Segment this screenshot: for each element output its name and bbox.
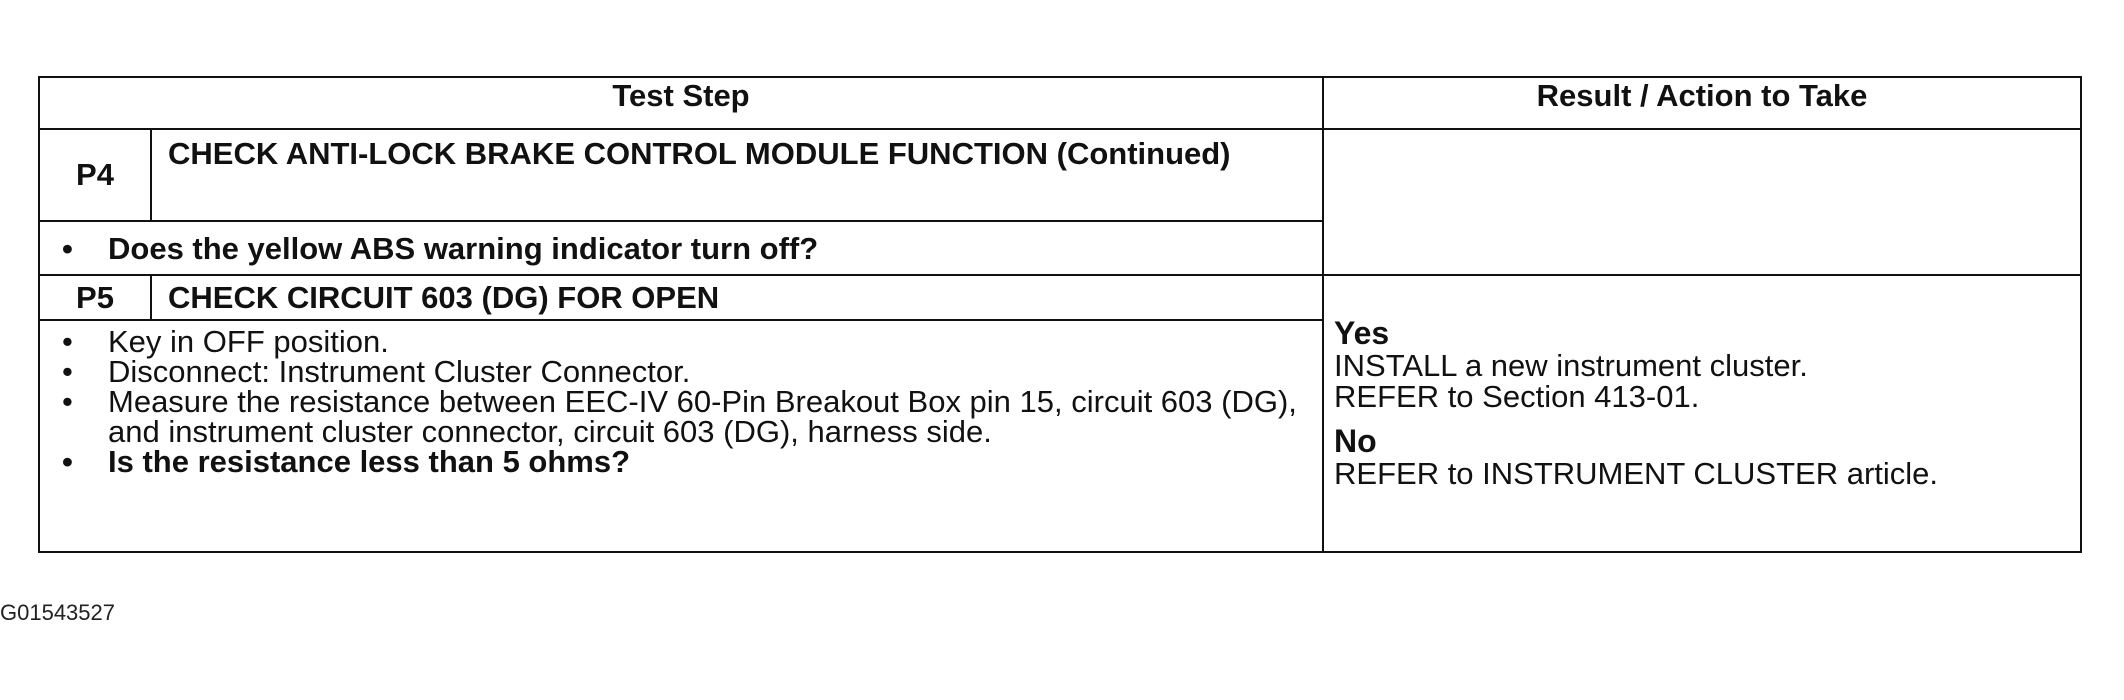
step-id-p5: P5 bbox=[38, 274, 152, 321]
diagnostic-table: Test Step Result / Action to Take P4 CHE… bbox=[37, 76, 2083, 553]
result-yes-action-2: REFER to Section 413-01. bbox=[1334, 379, 1700, 414]
result-yes-label: Yes bbox=[1334, 315, 1390, 351]
result-no-label: No bbox=[1334, 423, 1377, 459]
step-p4-question: Does the yellow ABS warning indicator tu… bbox=[56, 233, 1314, 264]
result-no-action-1: REFER to INSTRUMENT CLUSTER article. bbox=[1334, 456, 1939, 491]
step-title-p4: CHECK ANTI-LOCK BRAKE CONTROL MODULE FUN… bbox=[149, 128, 1325, 222]
result-yes-action-1: INSTALL a new instrument cluster. bbox=[1334, 348, 1808, 383]
step-p5-bullet-1: Key in OFF position. bbox=[56, 326, 1314, 357]
result-cell-p5: Yes INSTALL a new instrument cluster. RE… bbox=[1322, 274, 2083, 553]
header-test-step: Test Step bbox=[37, 76, 1325, 130]
header-result-action: Result / Action to Take bbox=[1322, 76, 2083, 130]
figure-id: G01543527 bbox=[0, 600, 115, 625]
header-row: Test Step Result / Action to Take bbox=[37, 76, 2083, 130]
step-p5-title-row: P5 CHECK CIRCUIT 603 (DG) FOR OPEN Yes I… bbox=[38, 274, 2083, 553]
step-p5-body-row: Key in OFF position. Disconnect: Instrum… bbox=[37, 319, 2081, 553]
step-p5-bullet-2: Disconnect: Instrument Cluster Connector… bbox=[56, 356, 1314, 387]
step-body-p5: Key in OFF position. Disconnect: Instrum… bbox=[37, 319, 1325, 553]
result-cell-p4 bbox=[1322, 128, 2083, 276]
step-id-p4: P4 bbox=[38, 128, 152, 222]
step-p4-title-row: P4 CHECK ANTI-LOCK BRAKE CONTROL MODULE … bbox=[38, 128, 2083, 276]
step-p5-bullet-3: Measure the resistance between EEC-IV 60… bbox=[56, 386, 1314, 447]
step-p4-body-row: Does the yellow ABS warning indicator tu… bbox=[37, 220, 2081, 276]
step-p5-question: Is the resistance less than 5 ohms? bbox=[56, 446, 1314, 477]
step-body-p4: Does the yellow ABS warning indicator tu… bbox=[37, 220, 1325, 276]
step-title-p5: CHECK CIRCUIT 603 (DG) FOR OPEN bbox=[149, 274, 1325, 321]
